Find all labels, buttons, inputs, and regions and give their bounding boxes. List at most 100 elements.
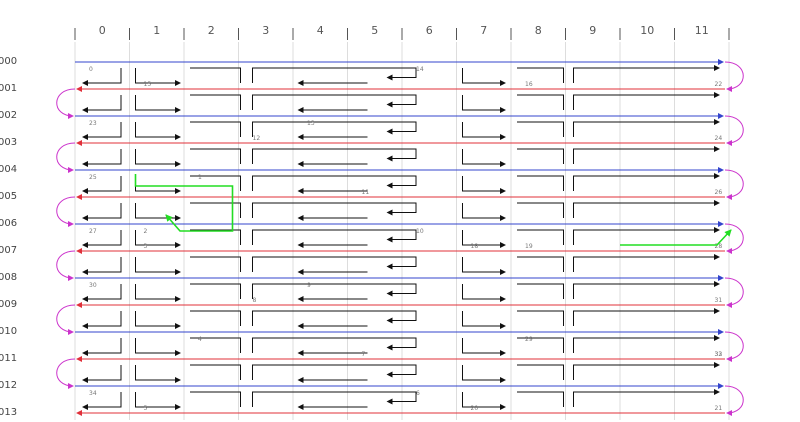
- loop-wire-box: [462, 95, 506, 113]
- loop-wire-box: [462, 203, 506, 221]
- loop-wire-long: [252, 175, 417, 191]
- snake-label: 20: [471, 405, 479, 412]
- loop-wire-right: [573, 92, 720, 110]
- snake-label: 30: [89, 282, 97, 289]
- snake-label: 25: [89, 174, 97, 181]
- snake-label: 18: [471, 243, 479, 250]
- highlight-segment: [134, 174, 234, 232]
- loop-wire-box: [190, 67, 241, 83]
- snake-label: 27: [89, 228, 97, 235]
- snake-label: 22: [715, 81, 723, 88]
- row-label: 007: [0, 245, 17, 256]
- loop-wire-box: [135, 122, 181, 140]
- loop-wire-box: [462, 68, 506, 86]
- right-turn-arc: [724, 277, 744, 308]
- snake-label: 33: [715, 351, 723, 358]
- loop-wire-hook: [82, 203, 122, 221]
- loop-wire-hook: [82, 149, 122, 167]
- loop-wire-hook: [82, 338, 122, 356]
- loop-wire-box: [462, 311, 506, 329]
- loop-wire-hook: [82, 284, 122, 302]
- column-label: 10: [640, 24, 654, 37]
- snake-label: 7: [362, 351, 366, 358]
- loop-wire-hook: [82, 68, 122, 86]
- snake-label: 28: [715, 243, 723, 250]
- snake-label: 32: [715, 351, 723, 358]
- loop-wire-right: [573, 335, 720, 353]
- loop-wire-box: [517, 337, 564, 353]
- left-turn-arc: [56, 250, 76, 281]
- snake-label: 26: [715, 189, 723, 196]
- loop-wire-right: [573, 227, 720, 245]
- loop-wires: [82, 65, 720, 410]
- loop-wire-right: [573, 308, 720, 326]
- snake-label: 11: [362, 189, 370, 196]
- loop-wire-box: [517, 310, 564, 326]
- loop-wire-box: [462, 149, 506, 167]
- loop-wire-right: [573, 200, 720, 218]
- snake-label: 19: [525, 243, 533, 250]
- loop-wire-box: [190, 391, 241, 407]
- column-label: 3: [262, 24, 269, 37]
- left-turn-arc: [56, 88, 76, 119]
- row-label: 002: [0, 110, 17, 121]
- row-label: 001: [0, 83, 17, 94]
- column-label: 7: [480, 24, 487, 37]
- loop-wire-box: [190, 337, 241, 353]
- loop-wire-box: [462, 338, 506, 356]
- loop-wire-box: [517, 148, 564, 164]
- loop-wire-box: [135, 284, 181, 302]
- row-label: 000: [0, 56, 17, 67]
- loop-wire-long: [252, 391, 417, 407]
- right-turn-arc: [724, 115, 744, 146]
- loop-wire-hook: [82, 257, 122, 275]
- snake-label: 16: [525, 81, 533, 88]
- snake-label: 15: [144, 81, 152, 88]
- snake-label: 1: [198, 174, 202, 181]
- loop-wire-box: [135, 149, 181, 167]
- left-turn-arc: [56, 142, 76, 173]
- highlight-path: [134, 174, 732, 246]
- loop-wire-right: [573, 389, 720, 407]
- row-labels: 0000010020030040050060070080090100110120…: [0, 56, 17, 418]
- loop-wire-right: [573, 173, 720, 191]
- turn-arcs: [56, 61, 744, 416]
- loop-wire-box: [135, 176, 181, 194]
- loop-wire-box: [135, 311, 181, 329]
- loop-wire-box: [190, 175, 241, 191]
- column-label: 8: [535, 24, 542, 37]
- loop-wire-hook: [82, 176, 122, 194]
- loop-wire-hook: [82, 95, 122, 113]
- loop-wire-box: [517, 283, 564, 299]
- column-label: 5: [371, 24, 378, 37]
- row-label: 009: [0, 299, 17, 310]
- row-label: 005: [0, 191, 17, 202]
- row-label: 008: [0, 272, 17, 283]
- track-lines: [75, 59, 725, 416]
- loop-wire-box: [190, 310, 241, 326]
- right-turn-arc: [724, 331, 744, 362]
- row-label: 010: [0, 326, 17, 337]
- loop-wire-long: [252, 283, 417, 299]
- loop-wire-box: [135, 338, 181, 356]
- loop-wire-box: [517, 202, 564, 218]
- loop-wire-hook: [82, 122, 122, 140]
- row-label: 003: [0, 137, 17, 148]
- snake-label: 4: [198, 336, 202, 343]
- snake-label: 34: [89, 390, 97, 397]
- loop-wire-box: [517, 94, 564, 110]
- left-turn-arc: [56, 304, 76, 335]
- column-label: 6: [426, 24, 433, 37]
- column-label: 0: [99, 24, 106, 37]
- loop-wire-box: [135, 392, 181, 410]
- loop-wire-box: [190, 121, 241, 137]
- snake-label: 3: [144, 243, 148, 250]
- snake-label: 5: [144, 405, 148, 412]
- loop-wire-box: [462, 284, 506, 302]
- row-label: 012: [0, 380, 17, 391]
- loop-wire-box: [135, 365, 181, 383]
- grid-lines: [74, 42, 730, 420]
- loop-wire-box: [517, 67, 564, 83]
- snake-label: 23: [89, 120, 97, 127]
